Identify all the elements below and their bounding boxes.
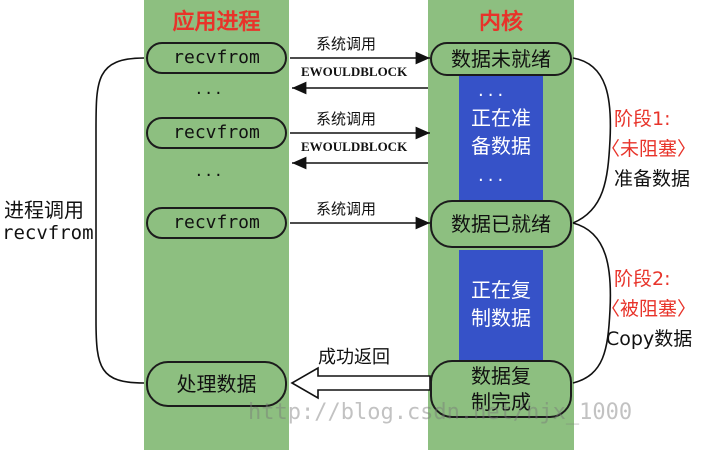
preparing-data-block	[459, 72, 543, 200]
recvfrom-call-2: recvfrom	[146, 117, 287, 149]
left-bracket	[95, 57, 145, 384]
stage1-desc: 准备数据	[614, 168, 691, 190]
stage2-bracket	[572, 222, 612, 384]
success-return-arrow	[290, 366, 431, 400]
kernel-title: 内核	[478, 10, 523, 35]
syscall-label-3: 系统调用	[316, 200, 377, 218]
process-call-recvfrom: recvfrom	[2, 222, 94, 244]
copying-line2: 制数据	[471, 306, 531, 330]
app-dots-1: ...	[196, 78, 226, 99]
data-ready-state: 数据已就绪	[430, 200, 572, 248]
copy-complete-state: 数据复 制完成	[430, 360, 572, 418]
preparing-line1: 正在准	[471, 106, 531, 130]
data-not-ready-state: 数据未就绪	[430, 42, 572, 76]
syscall-label-2: 系统调用	[316, 110, 377, 128]
stage1-bracket	[572, 57, 612, 224]
stage2-title: 阶段2:	[614, 268, 671, 290]
preparing-line2: 备数据	[471, 134, 531, 158]
watermark-text: http://blog.csdn.net/hjx_1000	[248, 400, 633, 425]
stage2-desc: Copy数据	[606, 328, 693, 350]
process-call-label: 进程调用	[4, 198, 84, 222]
success-return-label: 成功返回	[318, 347, 390, 368]
recvfrom-call-3: recvfrom	[146, 207, 287, 239]
copy-complete-line2: 制完成	[471, 390, 531, 414]
process-data-step: 处理数据	[146, 361, 287, 407]
syscall-label-1: 系统调用	[316, 35, 377, 53]
kernel-dots-2: ...	[478, 165, 508, 186]
copying-line1: 正在复	[471, 278, 531, 302]
copying-data-label: 正在复 制数据	[459, 276, 543, 332]
ewouldblock-label-2: EWOULDBLOCK	[301, 139, 408, 154]
recvfrom-call-1: recvfrom	[146, 42, 287, 74]
ewouldblock-label-1: EWOULDBLOCK	[301, 64, 408, 79]
app-dots-2: ...	[196, 160, 226, 181]
stage2-mode: 〈被阻塞〉	[601, 298, 697, 320]
copy-complete-line1: 数据复	[471, 364, 531, 388]
kernel-dots-1: ...	[478, 80, 508, 101]
stage1-title: 阶段1:	[614, 108, 671, 130]
app-process-title: 应用进程	[172, 10, 261, 35]
stage1-mode: 〈未阻塞〉	[601, 138, 697, 160]
preparing-data-label: 正在准 备数据	[459, 104, 543, 160]
copying-data-block	[459, 250, 543, 362]
